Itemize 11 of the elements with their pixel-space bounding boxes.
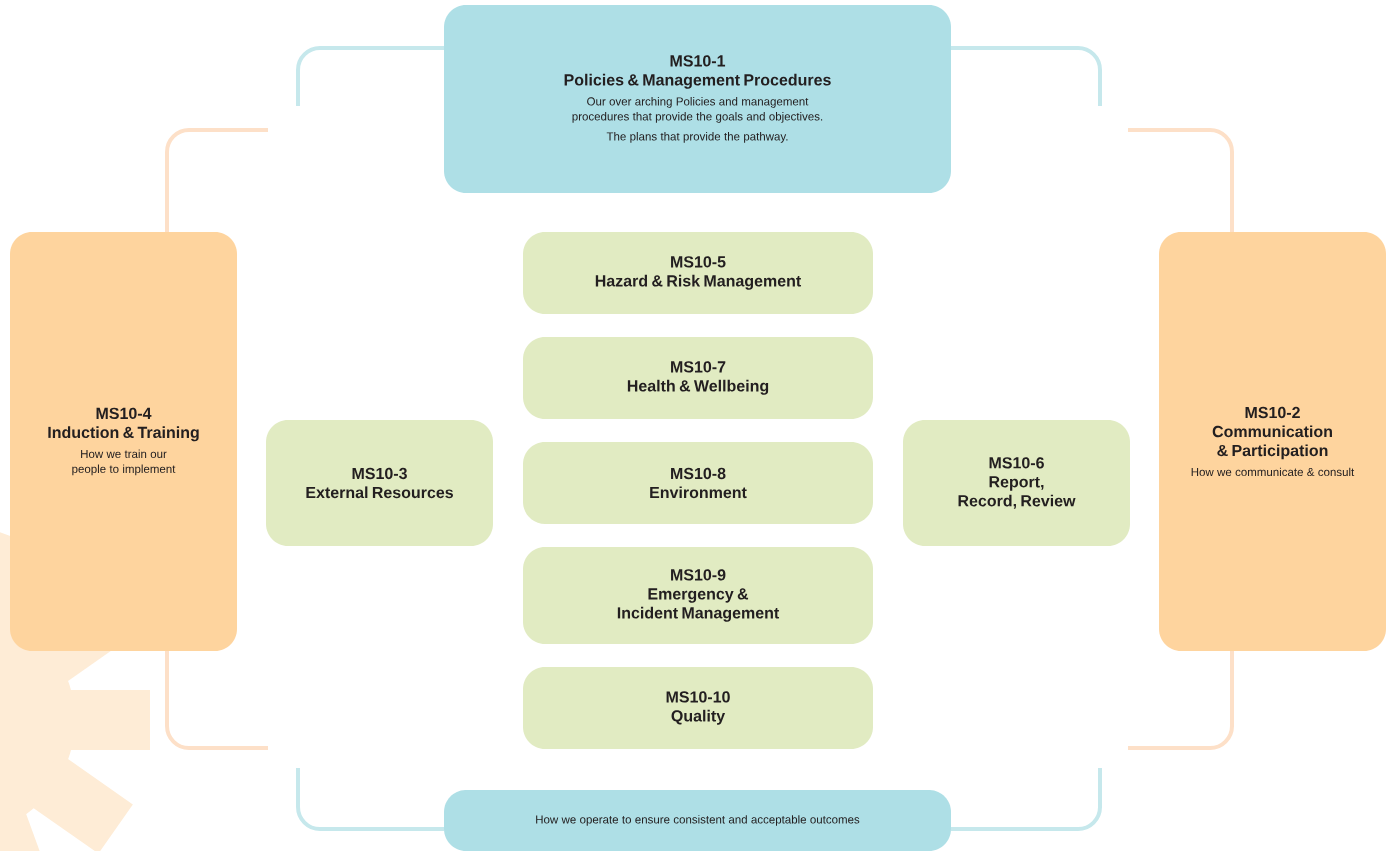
process-box: MS10-2 Communication & Participation How we communicate & consult bbox=[1159, 232, 1386, 651]
process-box: MS10-10 Quality bbox=[523, 667, 873, 749]
process-box: MS10-9 Emergency & Incident Management bbox=[523, 547, 873, 644]
process-box: MS10-7 Health & Wellbeing bbox=[523, 337, 873, 419]
process-box: MS10-3 External Resources bbox=[266, 420, 493, 546]
policy-box: MS10-1 Policies & Management Procedures Our over arching Policies and management procedures that provide the goals and objectives. The plans that provide the pathway. bbox=[444, 5, 951, 193]
process-box: MS10-8 Environment bbox=[523, 442, 873, 524]
process-box: MS10-5 Hazard & Risk Management bbox=[523, 232, 873, 314]
process-box: MS10-4 Induction & Training How we train our people to implement bbox=[10, 232, 237, 651]
process-box: MS10-6 Report, Record, Review bbox=[903, 420, 1130, 546]
outcome-box: How we operate to ensure consistent and acceptable outcomes bbox=[444, 790, 951, 851]
